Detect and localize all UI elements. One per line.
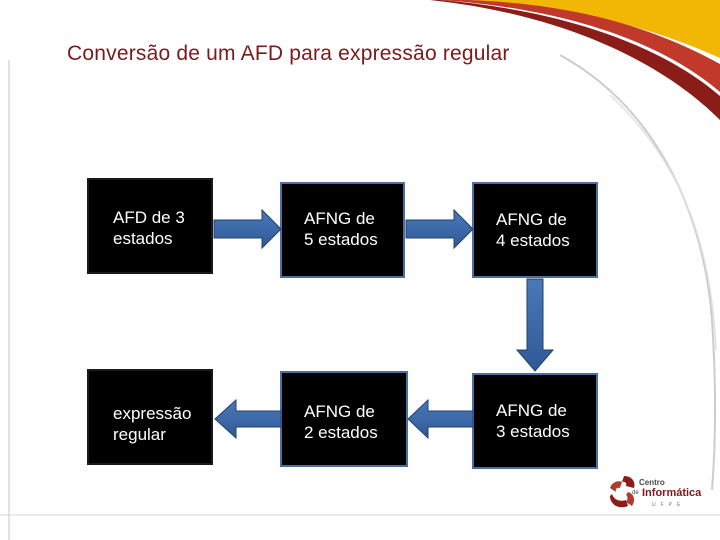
node-label: AFNG de 2 estados	[304, 402, 378, 442]
logo-line-de: de	[632, 490, 639, 496]
logo-line-centro: Centro	[639, 478, 665, 487]
arrow-afd3-to-afng5	[213, 208, 282, 250]
arrow-afng3-to-afng2	[407, 398, 474, 440]
arrow-afng4-to-afng3	[515, 278, 555, 372]
logo-line-informatica: Informática	[642, 487, 702, 499]
node-afng-2-estados: AFNG de 2 estados	[280, 371, 408, 467]
node-afng-5-estados: AFNG de 5 estados	[280, 182, 405, 278]
logo-mark-icon	[610, 476, 635, 508]
node-afd-3-estados: AFD de 3 estados	[87, 178, 213, 274]
node-expressao-regular: expressão regular	[87, 369, 213, 465]
node-label: expressão regular	[113, 404, 192, 444]
node-label: AFNG de 5 estados	[304, 209, 378, 249]
slide-title: Conversão de um AFD para expressão regul…	[67, 42, 510, 65]
arrow-afng5-to-afng4	[405, 208, 474, 250]
node-afng-4-estados: AFNG de 4 estados	[472, 182, 598, 278]
node-afng-3-estados: AFNG de 3 estados	[472, 373, 598, 469]
node-label: AFNG de 4 estados	[496, 210, 570, 250]
centro-de-informatica-logo: Centro de Informática UFPE	[606, 472, 706, 516]
node-label: AFD de 3 estados	[113, 208, 185, 248]
node-label: AFNG de 3 estados	[496, 401, 570, 441]
arrow-afng2-to-regex	[214, 398, 282, 440]
logo-line-ufpe: UFPE	[652, 502, 686, 508]
